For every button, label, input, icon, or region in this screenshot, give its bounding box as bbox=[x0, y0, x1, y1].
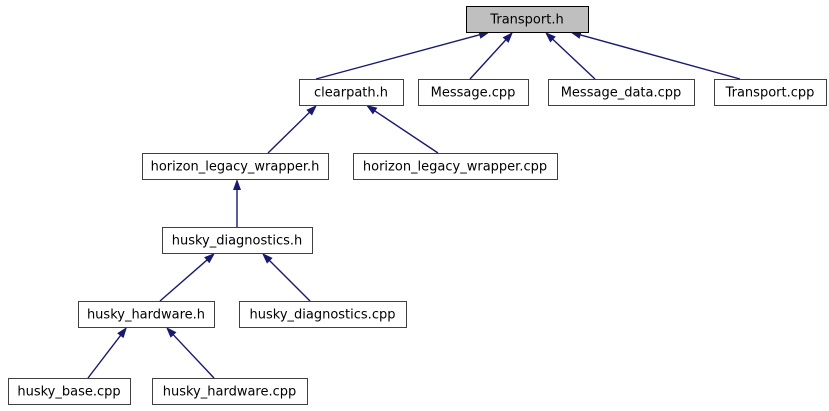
graph-node-clearpath-h[interactable]: clearpath.h bbox=[299, 79, 404, 106]
graph-node-transport-h[interactable]: Transport.h bbox=[466, 6, 589, 33]
graph-node-husky-diagnostics-cpp[interactable]: husky_diagnostics.cpp bbox=[239, 301, 407, 328]
graph-edge-clearpath-h-to-transport-h bbox=[315, 33, 482, 80]
graph-arrowhead-horizon-legacy-wrapper-cpp-to-clearpath-h bbox=[366, 105, 378, 115]
graph-arrowhead-husky-diagnostics-cpp-to-husky-diagnostics-h bbox=[262, 253, 273, 264]
graph-edge-husky-diagnostics-cpp-to-husky-diagnostics-h bbox=[267, 258, 311, 302]
graph-node-husky-hardware-h[interactable]: husky_hardware.h bbox=[78, 301, 215, 328]
graph-arrowhead-transport-cpp-to-transport-h bbox=[570, 31, 582, 39]
graph-arrowhead-horizon-legacy-wrapper-h-to-clearpath-h bbox=[306, 105, 317, 116]
graph-edge-husky-base-cpp-to-husky-hardware-h bbox=[87, 333, 123, 379]
graph-edge-message-data-cpp-to-transport-h bbox=[551, 37, 596, 80]
graph-arrowhead-husky-hardware-h-to-husky-diagnostics-h bbox=[204, 253, 215, 264]
node-box-husky-diagnostics-cpp[interactable] bbox=[239, 301, 407, 328]
graph-edge-horizon-legacy-wrapper-cpp-to-clearpath-h bbox=[373, 109, 439, 154]
node-label-husky-diagnostics-h: husky_diagnostics.h bbox=[172, 234, 303, 249]
node-box-transport-h[interactable] bbox=[466, 6, 589, 33]
graph-node-horizon-legacy-wrapper-cpp[interactable]: horizon_legacy_wrapper.cpp bbox=[353, 153, 558, 180]
graph-node-transport-cpp[interactable]: Transport.cpp bbox=[714, 79, 827, 106]
graph-edge-message-cpp-to-transport-h bbox=[469, 38, 508, 80]
node-box-horizon-legacy-wrapper-h[interactable] bbox=[142, 153, 329, 180]
node-box-transport-cpp[interactable] bbox=[714, 79, 827, 106]
node-box-horizon-legacy-wrapper-cpp[interactable] bbox=[353, 153, 558, 180]
graph-node-message-cpp[interactable]: Message.cpp bbox=[418, 79, 529, 106]
node-box-husky-hardware-h[interactable] bbox=[78, 301, 215, 328]
node-label-transport-h: Transport.h bbox=[489, 13, 563, 28]
graph-node-husky-base-cpp[interactable]: husky_base.cpp bbox=[8, 378, 131, 405]
node-label-message-data-cpp: Message_data.cpp bbox=[561, 86, 682, 101]
graph-arrowhead-husky-hardware-cpp-to-husky-hardware-h bbox=[166, 327, 177, 338]
node-label-horizon-legacy-wrapper-h: horizon_legacy_wrapper.h bbox=[151, 160, 320, 175]
graph-edge-transport-cpp-to-transport-h bbox=[578, 33, 741, 80]
graph-nodes-layer: Transport.h clearpath.h Message.cpp Message… bbox=[8, 6, 827, 405]
graph-arrowhead-message-data-cpp-to-transport-h bbox=[545, 32, 556, 43]
graph-arrowhead-husky-diagnostics-h-to-horizon-legacy-wrapper-h bbox=[233, 179, 241, 190]
graph-node-husky-hardware-cpp[interactable]: husky_hardware.cpp bbox=[152, 378, 308, 405]
node-label-husky-base-cpp: husky_base.cpp bbox=[17, 385, 120, 400]
graph-edges-layer bbox=[87, 31, 741, 379]
node-box-clearpath-h[interactable] bbox=[299, 79, 404, 106]
node-box-message-cpp[interactable] bbox=[418, 79, 529, 106]
graph-arrowhead-husky-base-cpp-to-husky-hardware-h bbox=[117, 327, 127, 339]
node-box-husky-base-cpp[interactable] bbox=[8, 378, 131, 405]
graph-arrowhead-message-cpp-to-transport-h bbox=[502, 32, 513, 43]
graph-edge-husky-hardware-cpp-to-husky-hardware-h bbox=[171, 333, 215, 379]
node-box-husky-diagnostics-h[interactable] bbox=[162, 227, 313, 254]
node-label-clearpath-h: clearpath.h bbox=[314, 86, 388, 101]
graph-edge-husky-hardware-h-to-husky-diagnostics-h bbox=[159, 258, 209, 302]
node-label-transport-cpp: Transport.cpp bbox=[725, 86, 815, 101]
graph-edge-horizon-legacy-wrapper-h-to-clearpath-h bbox=[267, 110, 312, 154]
node-label-message-cpp: Message.cpp bbox=[431, 86, 516, 101]
node-label-horizon-legacy-wrapper-cpp: horizon_legacy_wrapper.cpp bbox=[363, 160, 547, 175]
node-box-husky-hardware-cpp[interactable] bbox=[152, 378, 308, 405]
graph-node-horizon-legacy-wrapper-h[interactable]: horizon_legacy_wrapper.h bbox=[142, 153, 329, 180]
node-box-message-data-cpp[interactable] bbox=[548, 79, 695, 106]
graph-node-husky-diagnostics-h[interactable]: husky_diagnostics.h bbox=[162, 227, 313, 254]
node-label-husky-hardware-h: husky_hardware.h bbox=[87, 308, 205, 323]
node-label-husky-diagnostics-cpp: husky_diagnostics.cpp bbox=[250, 308, 396, 323]
graph-node-message-data-cpp[interactable]: Message_data.cpp bbox=[548, 79, 695, 106]
node-label-husky-hardware-cpp: husky_hardware.cpp bbox=[163, 385, 297, 400]
